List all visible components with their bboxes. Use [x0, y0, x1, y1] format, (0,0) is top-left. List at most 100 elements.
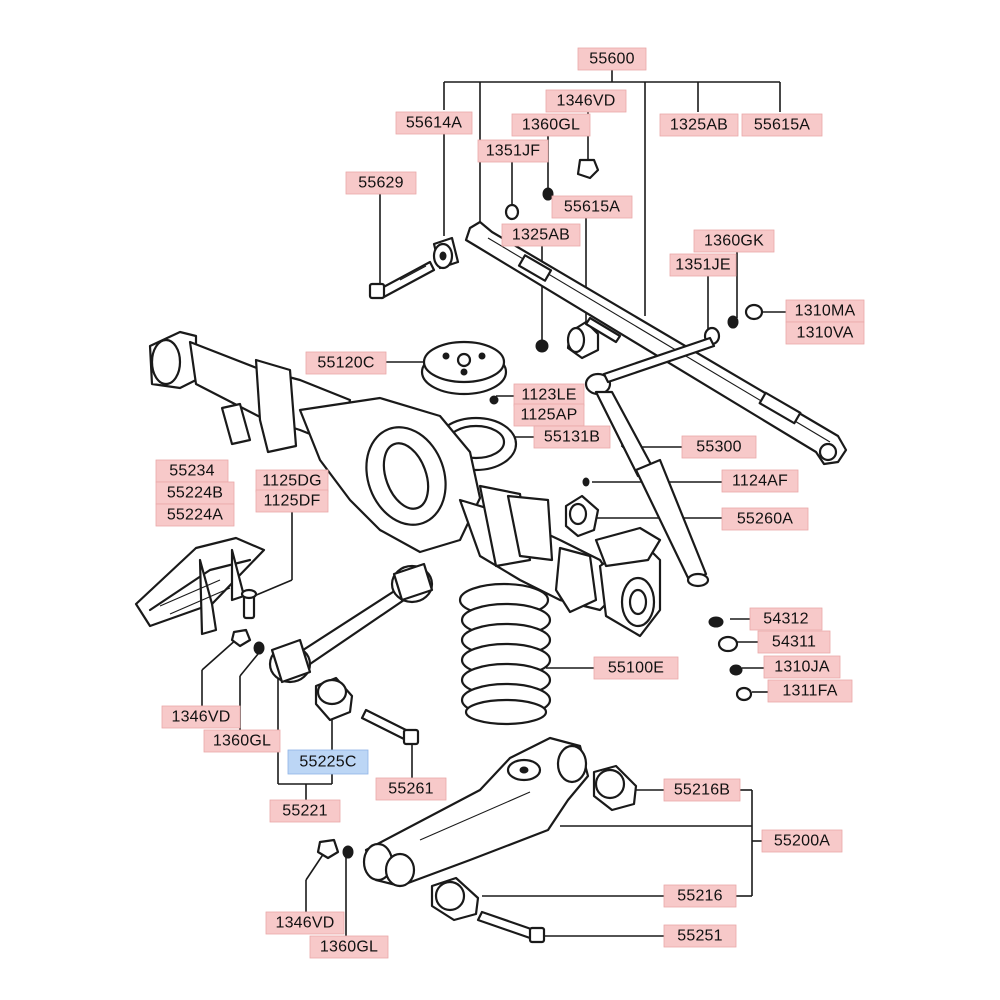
bump-stopper: [564, 477, 600, 538]
label-55224a[interactable]: 55224A: [155, 503, 235, 527]
bushing-55225c: [314, 676, 354, 722]
label-55251[interactable]: 55251: [663, 924, 737, 948]
nuts-left-mid: [230, 628, 265, 655]
label-1310ja[interactable]: 1310JA: [763, 655, 841, 679]
svg-text:55221: 55221: [282, 803, 328, 820]
bushing-55615a: [566, 316, 622, 360]
axle-housing: [148, 330, 662, 638]
bolt-55251: [476, 910, 546, 944]
svg-text:55224A: 55224A: [167, 507, 223, 524]
svg-text:1310VA: 1310VA: [797, 325, 854, 342]
svg-text:1325AB: 1325AB: [512, 227, 570, 244]
label-1125df[interactable]: 1125DF: [255, 489, 329, 513]
svg-text:1124AF: 1124AF: [732, 473, 788, 490]
svg-text:55216B: 55216B: [674, 782, 730, 799]
label-55225c[interactable]: 55225C: [287, 749, 369, 775]
leader-lines: [201, 70, 786, 937]
label-1360gl-mid[interactable]: 1360GL: [203, 729, 281, 753]
bushing-55216b: [592, 764, 638, 812]
svg-text:55600: 55600: [589, 51, 635, 68]
label-55615a-mid[interactable]: 55615A: [551, 195, 633, 219]
label-1346vd-bot[interactable]: 1346VD: [265, 911, 345, 935]
label-55120c[interactable]: 55120C: [305, 351, 387, 375]
label-55629[interactable]: 55629: [345, 171, 417, 195]
svg-text:55629: 55629: [358, 175, 404, 192]
lateral-rod: [464, 220, 848, 466]
label-1311fa[interactable]: 1311FA: [767, 679, 853, 703]
label-1360gl-top[interactable]: 1360GL: [511, 113, 591, 137]
svg-text:1125DF: 1125DF: [264, 493, 321, 510]
label-55221[interactable]: 55221: [269, 799, 341, 823]
shock-absorber: [584, 336, 716, 588]
label-55260a[interactable]: 55260A: [721, 507, 809, 531]
spring-seat-upper: [420, 340, 508, 396]
label-55216b[interactable]: 55216B: [663, 778, 741, 802]
svg-text:1351JF: 1351JF: [486, 143, 541, 160]
label-1123le[interactable]: 1123LE: [513, 383, 585, 407]
svg-text:55200A: 55200A: [774, 833, 830, 850]
label-1360gk[interactable]: 1360GK: [693, 229, 775, 253]
svg-text:1123LE: 1123LE: [521, 387, 576, 404]
svg-text:1346VD: 1346VD: [556, 93, 615, 110]
label-1125ap[interactable]: 1125AP: [513, 403, 585, 427]
label-54311[interactable]: 54311: [757, 630, 831, 654]
label-1346vd-top[interactable]: 1346VD: [545, 89, 627, 113]
svg-text:55234: 55234: [169, 463, 215, 480]
label-1351jf[interactable]: 1351JF: [477, 139, 549, 163]
label-1310va[interactable]: 1310VA: [785, 321, 865, 345]
label-55100e[interactable]: 55100E: [593, 656, 679, 680]
label-1325ab-top[interactable]: 1325AB: [659, 113, 739, 137]
label-54312[interactable]: 54312: [749, 607, 823, 631]
label-1325ab-mid[interactable]: 1325AB: [501, 223, 581, 247]
svg-text:1346VD: 1346VD: [171, 709, 230, 726]
svg-text:1125AP: 1125AP: [521, 407, 578, 424]
bolt-1123le: [489, 395, 499, 405]
svg-text:1360GL: 1360GL: [213, 733, 271, 750]
label-55300[interactable]: 55300: [681, 435, 757, 459]
parts-drawing: [134, 158, 848, 944]
svg-text:1360GL: 1360GL: [320, 939, 378, 956]
label-55261[interactable]: 55261: [375, 777, 447, 801]
svg-text:54312: 54312: [763, 611, 809, 628]
svg-text:55251: 55251: [677, 928, 723, 945]
label-55234[interactable]: 55234: [155, 459, 229, 483]
upper-arm: [268, 562, 434, 684]
label-1346vd-mid[interactable]: 1346VD: [161, 705, 241, 729]
svg-text:55120C: 55120C: [317, 355, 374, 372]
bolt-55261: [360, 708, 420, 746]
nuts-left-bottom: [316, 838, 354, 860]
svg-text:1325AB: 1325AB: [670, 117, 728, 134]
svg-text:1351JE: 1351JE: [675, 257, 730, 274]
bushing-55216: [430, 876, 480, 922]
svg-text:1346VD: 1346VD: [275, 915, 334, 932]
bolt-55629: [368, 260, 436, 300]
bolt-1125dg: [240, 588, 258, 620]
svg-text:1360GL: 1360GL: [522, 117, 580, 134]
coil-spring: [458, 582, 552, 726]
label-55216[interactable]: 55216: [663, 884, 737, 908]
svg-text:54311: 54311: [772, 634, 816, 651]
lower-arm: [362, 736, 590, 888]
svg-text:55300: 55300: [696, 439, 742, 456]
label-55600[interactable]: 55600: [577, 47, 647, 71]
label-1360gl-bot[interactable]: 1360GL: [309, 935, 389, 959]
label-1124af[interactable]: 1124AF: [721, 469, 799, 493]
nuts-right-lower: [708, 616, 753, 702]
label-1125dg[interactable]: 1125DG: [255, 469, 329, 493]
part-labels: 55600 1346VD 55614A 1360GL 1325AB 55615A…: [155, 47, 865, 959]
svg-text:1311FA: 1311FA: [782, 683, 837, 700]
svg-text:55131B: 55131B: [544, 429, 600, 446]
label-55614a[interactable]: 55614A: [395, 111, 473, 135]
bushing-55614a: [432, 236, 460, 270]
svg-text:55100E: 55100E: [608, 660, 664, 677]
label-55131b[interactable]: 55131B: [533, 425, 611, 449]
svg-text:55225C: 55225C: [299, 754, 356, 771]
label-55615a-top[interactable]: 55615A: [741, 113, 823, 137]
svg-text:55261: 55261: [388, 781, 434, 798]
label-55200a[interactable]: 55200A: [761, 829, 843, 853]
label-55224b[interactable]: 55224B: [155, 481, 235, 505]
svg-text:55224B: 55224B: [167, 485, 223, 502]
label-1351je[interactable]: 1351JE: [669, 253, 737, 277]
label-1310ma[interactable]: 1310MA: [785, 299, 865, 323]
